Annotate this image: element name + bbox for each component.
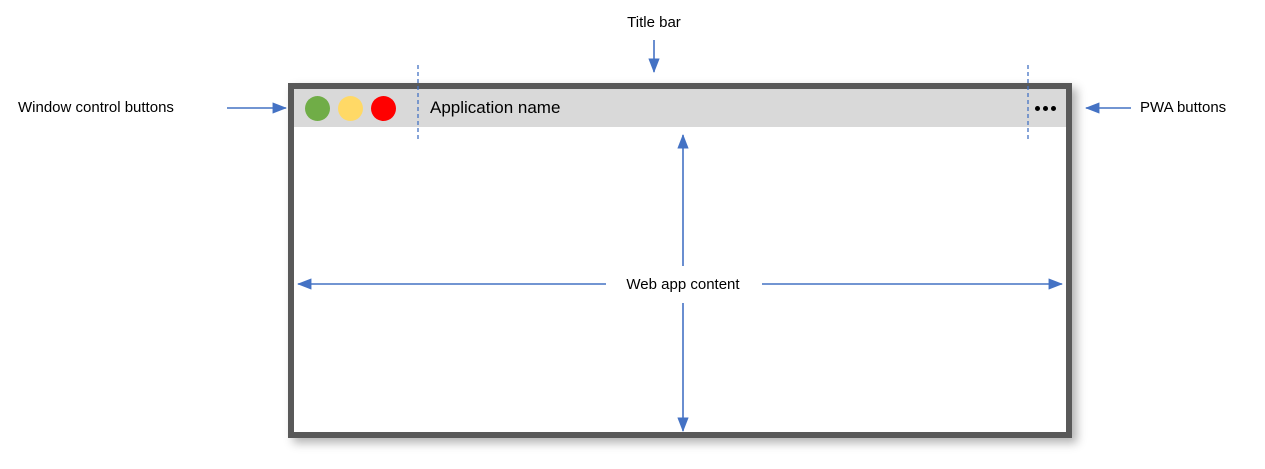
title-bar-label: Title bar [627,14,681,31]
web-app-content-label: Web app content [626,276,740,293]
web-app-content-area [294,127,1066,432]
window-control-yellow-button[interactable] [338,95,363,121]
window-control-green-button[interactable] [305,95,330,121]
titlebar: Application name [294,89,1066,127]
window-control-buttons-label: Window control buttons [18,99,174,116]
window-control-red-button[interactable] [371,95,396,121]
app-window: Application name [288,83,1072,438]
pwa-buttons-label: PWA buttons [1140,99,1227,116]
application-name: Application name [430,98,561,117]
ellipsis-icon[interactable] [1035,105,1056,111]
